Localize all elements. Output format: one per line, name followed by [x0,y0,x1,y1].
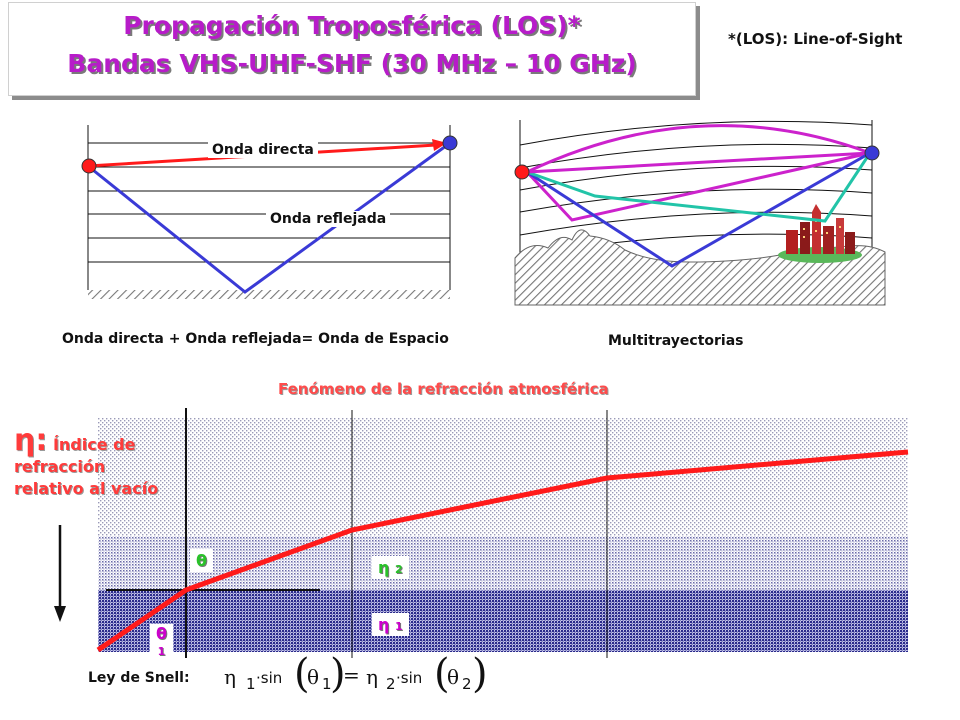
magenta-lower-path [525,151,871,222]
direct-path-right [526,151,871,174]
layer-bottom [98,590,908,652]
blue-reflected-path [526,151,871,268]
atmosphere-layers [88,142,450,263]
eta-symbol: η: [14,423,48,458]
theta1-symbol: θ [156,624,167,643]
eta1-label: η 1 [372,613,409,636]
city-icon [778,204,862,263]
title-box: Propagación Troposférica (LOS)* Bandas V… [8,2,696,96]
snell-sub-2b: 2 [462,675,472,693]
snell-equals: = [343,663,360,687]
reflected-wave-path [87,141,451,294]
refraction-diagram [54,408,909,658]
snell-theta-2: θ [447,665,460,689]
snell-paren-open-2: ( [434,651,450,697]
snell-eta-1: η [224,665,236,689]
refraction-title: Fenómeno de la refracción atmosférica [278,380,609,398]
eta1-subscript: 1 [394,620,403,633]
receiver-node [442,135,458,151]
right-diagram [514,120,886,306]
eta2-label: η 2 [372,556,409,579]
eta-arrow-head [54,606,66,622]
eta-text-1: Índice de [52,435,136,454]
teal-path [526,152,872,223]
right-transmitter-node [514,164,530,180]
theta1-label: θ 1 [150,624,173,662]
eta1-symbol: η [378,615,390,634]
snell-sub-1b: 1 [322,675,332,693]
transmitter-node [81,158,97,174]
snell-sub-2a: 2 [386,675,396,693]
eta2-subscript: 2 [394,563,403,576]
layer-top [98,418,908,536]
title-line-2: Bandas VHS-UHF-SHF (30 MHz – 10 GHz) [67,49,637,78]
multipath-caption: Multitrayectorias [608,333,744,349]
snell-paren-close-2: ) [472,651,488,697]
snell-sin-2: ·sin [396,669,423,687]
title-line-1: Propagación Troposférica (LOS)* [123,11,581,40]
eta2-symbol: η [378,558,390,577]
theta1-subscript: 1 [157,645,166,658]
space-wave-caption: Onda directa + Onda reflejada= Onda de E… [62,331,449,347]
reflected-wave-label: Onda reflejada [266,211,391,227]
snell-paren-close-1: ) [330,651,346,697]
eta-text-2: refracción [14,457,106,476]
theta-label: θ [190,549,213,572]
ground-hatch [88,290,450,299]
direct-wave-label: Onda directa [208,142,318,158]
snell-sub-1a: 1 [246,675,256,693]
eta-text-3: relativo al vacío [14,479,159,498]
right-receiver-node [864,145,880,161]
refracted-ray [96,449,909,653]
layer-middle [98,536,908,590]
snell-eta-2: η [366,665,378,689]
snell-theta-1: θ [307,665,320,689]
snell-label: Ley de Snell: [88,670,190,686]
footnote: *(LOS): Line-of-Sight [728,30,903,48]
snell-sin-1: ·sin [256,669,283,687]
magenta-upper-path [526,124,871,174]
snell-equation: η 1 ·sin ( θ 1 ) = η 2 ·sin ( θ 2 ) [224,651,504,705]
eta-legend: η: Índice de refracción relativo al vací… [14,426,159,500]
snell-paren-open-1: ( [294,651,310,697]
